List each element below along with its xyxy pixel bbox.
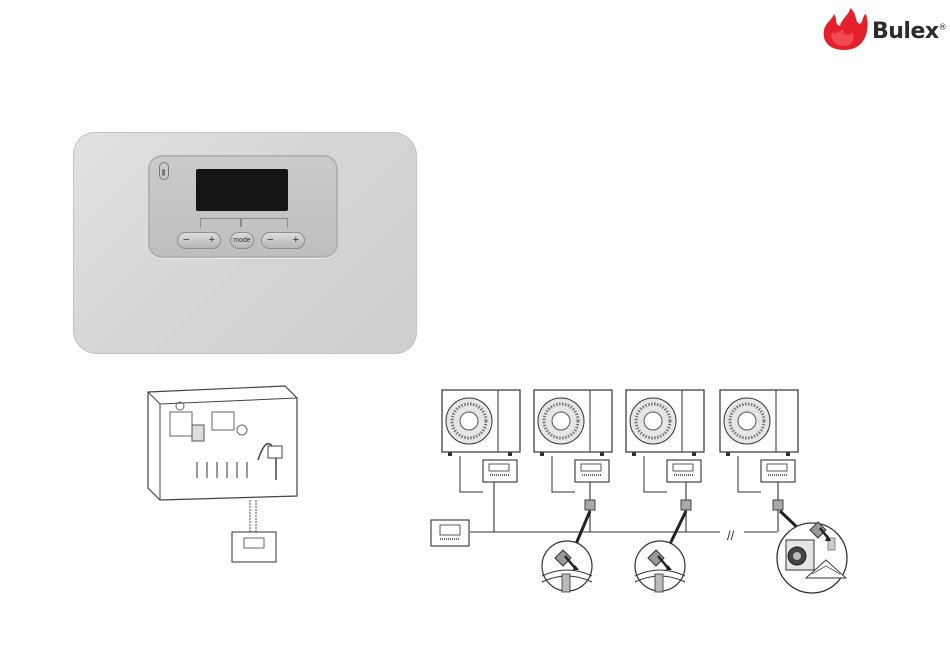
brand-logo: Bulex® [820, 6, 940, 52]
bus-line [470, 482, 778, 532]
heat-pump-3 [626, 390, 704, 482]
minus-button-right[interactable]: − [267, 233, 273, 248]
brand-name-text: Bulex [872, 19, 939, 44]
bulex-flame-icon [820, 6, 870, 52]
wall-mount-icon [148, 386, 297, 562]
registered-mark: ® [939, 23, 947, 32]
terminal-resistor-icon-3 [777, 522, 847, 593]
plus-button-left[interactable]: + [209, 233, 215, 248]
minus-button-left[interactable]: − [183, 233, 189, 248]
controller-photo: − + mode − + [73, 132, 417, 354]
bracket-right [240, 218, 288, 227]
thermometer-icon [159, 162, 169, 180]
temp-stepper-left[interactable]: − + [177, 232, 221, 249]
bracket-left [200, 218, 242, 227]
break-mark: // [727, 528, 735, 543]
brand-name: Bulex® [872, 19, 946, 44]
room-controller-icon [431, 520, 469, 546]
temp-stepper-right[interactable]: − + [261, 232, 305, 249]
heat-pump-2 [534, 390, 612, 482]
plus-button-right[interactable]: + [293, 233, 299, 248]
terminal-resistor-icon-1 [542, 541, 592, 592]
mode-button[interactable]: mode [230, 232, 254, 249]
connector-icon [585, 500, 783, 510]
heat-pump-4 [720, 390, 798, 482]
arrows [576, 511, 800, 544]
control-panel: − + mode − + [148, 155, 338, 258]
lcd-screen [196, 169, 288, 211]
terminal-resistor-icon-2 [635, 541, 685, 592]
heat-pump-1 [442, 390, 520, 482]
